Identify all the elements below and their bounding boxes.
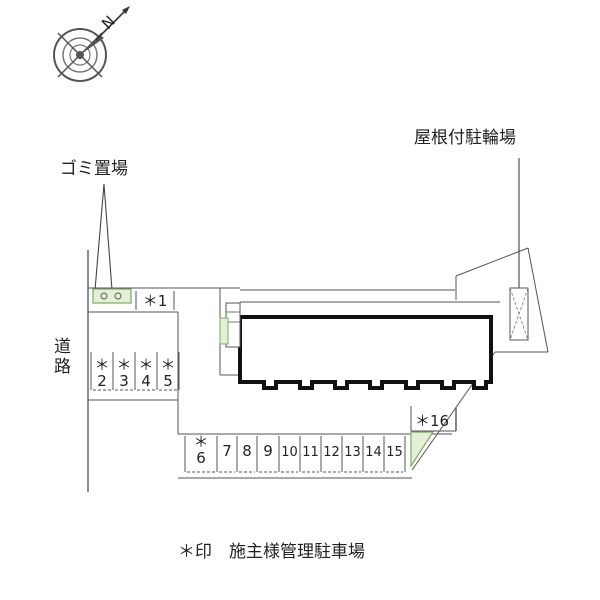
parking-space-number: 8	[242, 442, 252, 460]
road-label: 道 路	[54, 337, 76, 377]
parking-space-12: 12	[320, 436, 340, 473]
parking-space-16-group: ＊16	[410, 406, 457, 432]
parking-space-number: 9	[263, 442, 273, 460]
garbage-area-label: ゴミ置場	[60, 158, 128, 179]
parking-space-3: ＊3	[112, 352, 133, 391]
garbage-leader-line	[94, 183, 113, 291]
parking-spaces-2-5: ＊2＊3＊4＊5	[90, 352, 180, 391]
apartment-building	[219, 302, 493, 390]
parking-space-number: 12	[323, 445, 340, 460]
compass-rose-icon	[53, 6, 130, 82]
parking-space-8: 8	[236, 436, 255, 473]
parking-space-number: 4	[141, 372, 151, 390]
garbage-area	[92, 288, 132, 304]
parking-space-number: 10	[281, 445, 298, 460]
parking-space-5: ＊5	[156, 352, 177, 391]
parking-space-15: 15	[383, 436, 403, 473]
parking-star-mark: ＊	[193, 433, 208, 451]
parking-space-number: 7	[222, 442, 232, 460]
parking-space-7: 7	[216, 436, 235, 473]
parking-space-13: 13	[341, 436, 361, 473]
parking-star-mark: ＊	[160, 356, 175, 374]
north-label: N	[98, 12, 119, 33]
parking-space-number: 5	[163, 372, 173, 390]
parking-space-6: ＊6	[184, 433, 215, 473]
parking-space-16: ＊16	[410, 406, 457, 432]
parking-space-4: ＊4	[134, 352, 155, 391]
parking-space-number: 15	[386, 445, 403, 460]
parking-space-11: 11	[299, 436, 319, 473]
parking-space-number: 13	[344, 445, 361, 460]
parking-space-1: ＊1	[135, 291, 175, 310]
legend-note: ＊印 施主様管理駐車場	[178, 542, 365, 562]
parking-space-9: 9	[256, 436, 277, 473]
parking-star-mark: ＊	[94, 356, 109, 374]
parking-space-number: 2	[97, 372, 107, 390]
bicycle-parking-label: 屋根付駐輪場	[414, 128, 516, 148]
entrance-planter	[219, 317, 229, 345]
parking-space-16-label: ＊16	[415, 412, 449, 430]
parking-star-mark: ＊	[138, 356, 153, 374]
parking-space-number: 6	[196, 449, 206, 467]
parking-space-1-group: ＊1	[135, 291, 175, 310]
parking-space-number: 11	[302, 445, 319, 460]
parking-star-mark: ＊	[116, 356, 131, 374]
parking-space-number: 3	[119, 372, 129, 390]
parking-space-2: ＊2	[90, 352, 111, 391]
parking-space-14: 14	[362, 436, 382, 473]
parking-space-10: 10	[278, 436, 298, 473]
parking-space-1-label: ＊1	[143, 292, 168, 310]
corner-planter	[410, 431, 435, 469]
parking-space-number: 14	[365, 445, 382, 460]
bicycle-parking-area	[509, 287, 529, 341]
site-boundary	[88, 247, 549, 479]
